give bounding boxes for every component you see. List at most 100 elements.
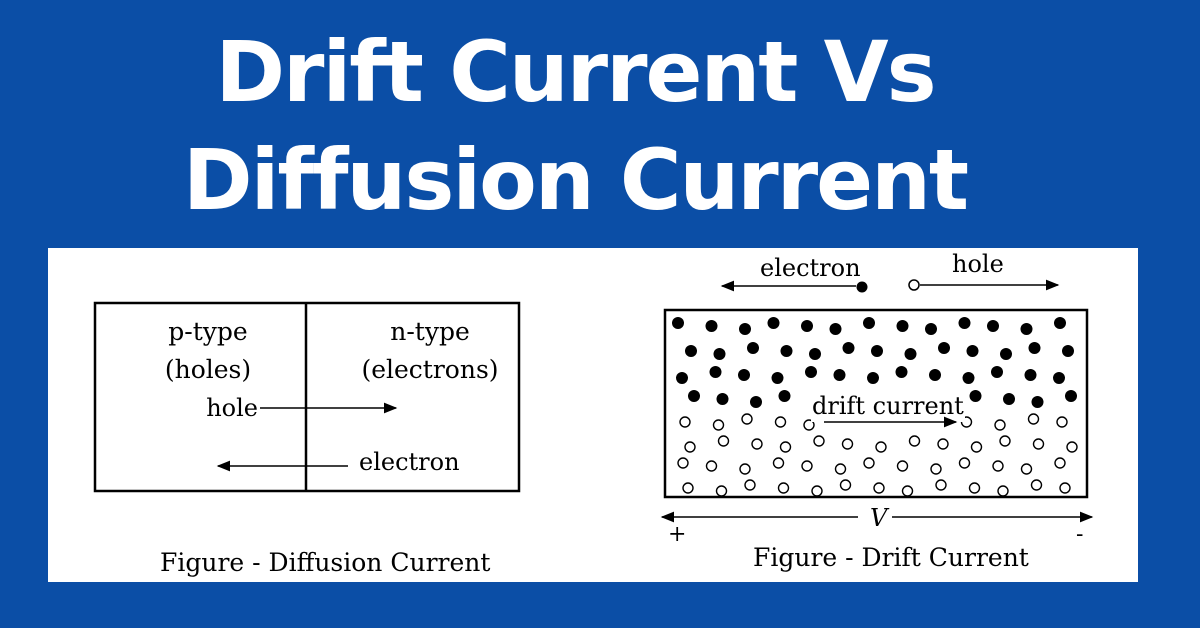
hole-particle: [1030, 479, 1043, 491]
voltage-label: V: [870, 504, 890, 532]
hole-particle: [1066, 441, 1078, 453]
hole-particle: [908, 435, 921, 447]
hole-particle: [1032, 438, 1045, 450]
hole-particle: [813, 435, 825, 447]
hole-particle: [677, 457, 689, 469]
electron-particle: [962, 372, 975, 384]
hole-particle: [935, 479, 947, 491]
hole-particle: [705, 460, 718, 472]
drift-hole-label: hole: [952, 250, 1004, 278]
electron-particle: [938, 342, 950, 354]
hole-particle: [717, 435, 730, 447]
electron-particle: [716, 393, 729, 405]
hole-particle: [777, 482, 790, 494]
electron-particle: [1003, 393, 1015, 405]
hole-particle: [841, 438, 854, 450]
electron-particle: [969, 390, 982, 402]
carrier-particles: [672, 317, 1078, 497]
hole-particle: [937, 438, 949, 450]
hole-particle: [739, 463, 751, 475]
electron-particle: [925, 323, 937, 335]
hole-particle: [968, 482, 981, 494]
drift-caption: Figure - Drift Current: [753, 543, 1029, 572]
hole-particle: [863, 457, 875, 469]
hole-particle: [834, 463, 847, 475]
electron-particle: [863, 317, 875, 329]
hole-particle: [684, 441, 696, 453]
hole-particle: [772, 457, 785, 469]
diffusion-figure: p-type (holes) n-type (electrons) hole e…: [93, 301, 521, 577]
hole-particle: [811, 485, 823, 497]
semiconductor-bar: [663, 308, 1089, 499]
n-type-label: n-type: [390, 317, 470, 346]
electron-particle: [685, 345, 697, 357]
hole-particle: [682, 482, 694, 494]
hole-particle: [779, 441, 792, 453]
electron-particle: [1054, 317, 1066, 329]
n-type-carrier-label: (electrons): [361, 355, 498, 384]
page-title-line-2: Diffusion Current: [182, 131, 969, 229]
hole-particle: [801, 460, 813, 472]
hole-particle: [992, 460, 1004, 472]
electron-particle: [867, 372, 879, 384]
hole-particle: [930, 463, 942, 475]
electron-particle: [1024, 369, 1037, 381]
minus-terminal-label: -: [1076, 522, 1083, 547]
drift-figure: electron hole drift current V + - Figure…: [660, 250, 1094, 572]
electron-particle: [705, 320, 718, 332]
electron-particle: [672, 317, 684, 329]
electron-particle: [871, 345, 883, 357]
electron-particle: [987, 320, 999, 332]
electron-particle: [801, 320, 813, 332]
electron-particle: [1020, 323, 1033, 335]
electron-particle: [676, 372, 688, 384]
electron-particle: [833, 369, 846, 381]
electron-particle: [958, 317, 971, 329]
hole-particle: [997, 485, 1009, 497]
hole-particle: [1027, 413, 1040, 425]
electron-particle: [805, 366, 817, 378]
hole-particle: [751, 438, 763, 450]
electron-particle: [713, 348, 726, 360]
electron-particle: [1062, 345, 1074, 357]
hole-particle: [994, 419, 1006, 431]
hole-particle: [679, 416, 691, 428]
hole-label: hole: [206, 394, 258, 422]
hole-particle: [741, 413, 753, 425]
electron-particle: [688, 390, 700, 402]
electron-particle: [739, 323, 751, 335]
hole-particle: [803, 419, 815, 431]
hole-particle: [901, 485, 914, 497]
electron-particle: [1031, 396, 1044, 408]
hole-particle: [712, 419, 725, 431]
p-type-label: p-type: [168, 317, 247, 346]
electron-particle: [966, 345, 979, 357]
electron-particle: [780, 345, 793, 357]
hole-particle: [1059, 482, 1071, 494]
electron-particle: [709, 366, 722, 378]
electron-particle: [1000, 348, 1012, 360]
page-title-line-1: Drift Current Vs: [215, 23, 936, 121]
electron-particle: [778, 390, 791, 402]
hole-particle: [958, 457, 971, 469]
drift-current-label: drift current: [812, 392, 964, 420]
hole-particle: [1020, 463, 1033, 475]
p-type-carrier-label: (holes): [165, 355, 251, 384]
electron-particle: [929, 369, 941, 381]
electron-particle: [1028, 342, 1041, 354]
drift-electron-label: electron: [760, 254, 861, 282]
electron-particle: [750, 396, 762, 408]
electron-particle: [767, 317, 780, 329]
figure-panel: p-type (holes) n-type (electrons) hole e…: [48, 248, 1138, 582]
legend-electron-dot: [856, 281, 868, 293]
electron-particle: [895, 366, 908, 378]
hole-particle: [999, 435, 1011, 447]
plus-terminal-label: +: [668, 522, 686, 547]
hole-particle: [896, 460, 909, 472]
electron-particle: [1053, 372, 1065, 384]
electron-particle: [842, 342, 855, 354]
electron-particle: [1065, 390, 1077, 402]
electron-particle: [771, 372, 784, 384]
electron-particle: [747, 342, 759, 354]
electron-particle: [809, 348, 821, 360]
